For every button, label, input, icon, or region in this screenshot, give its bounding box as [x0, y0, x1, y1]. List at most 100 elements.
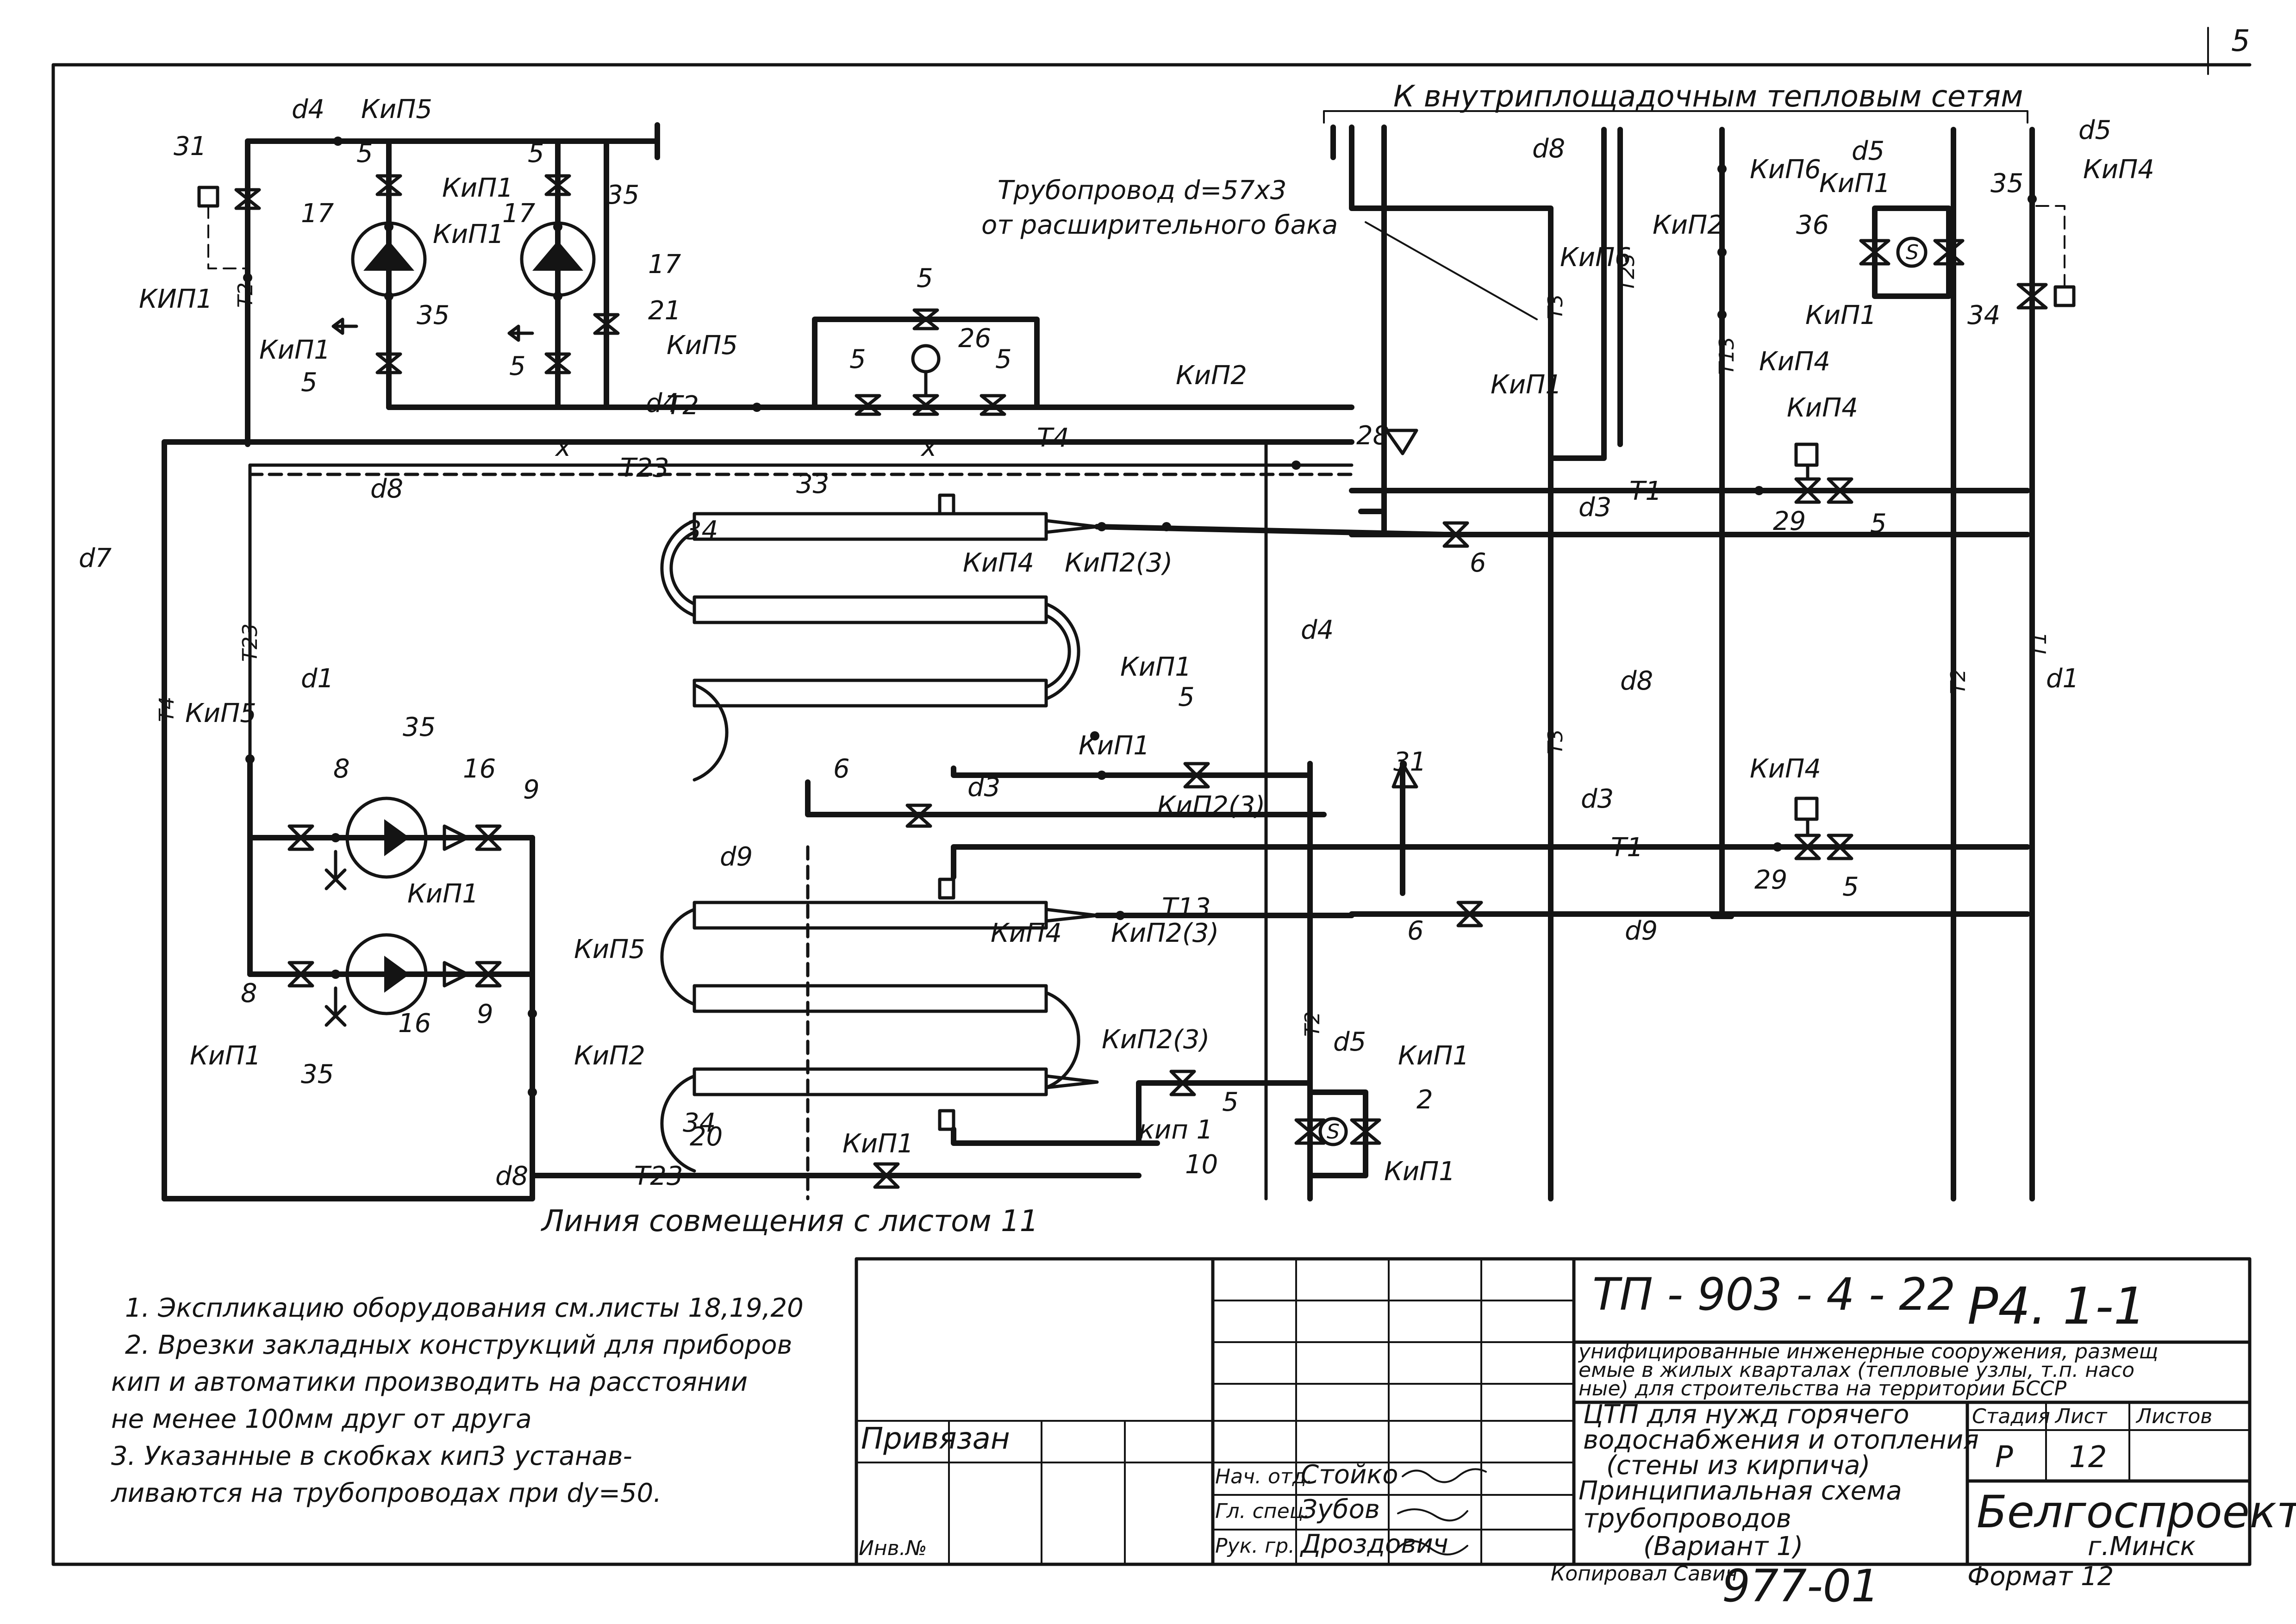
valve-6	[1442, 521, 1469, 548]
svg-text:КиП1: КиП1	[433, 219, 504, 249]
svg-text:d8: d8	[370, 474, 403, 504]
valve-7	[375, 352, 402, 374]
svg-text:d4: d4	[292, 94, 324, 124]
svg-text:35: 35	[301, 1059, 334, 1089]
svg-text:5: 5	[849, 344, 866, 374]
pump-right-rotor-icon	[532, 241, 583, 271]
valve-20	[1794, 834, 1821, 860]
note-3b: ливаются на трубопроводах при dy=50.	[111, 1478, 661, 1508]
lower-pump-group	[162, 754, 1142, 1201]
svg-text:КиП4: КиП4	[1759, 347, 1830, 377]
svg-text:Гл. спец.: Гл. спец.	[1215, 1500, 1310, 1523]
svg-text:d5: d5	[1852, 136, 1884, 166]
svg-text:9: 9	[523, 775, 540, 805]
svg-text:Нач. отд.: Нач. отд.	[1215, 1465, 1313, 1488]
svg-text:Принципиальная схема: Принципиальная схема	[1578, 1476, 1902, 1506]
valve-kip1	[873, 1162, 900, 1189]
valve-5	[1827, 834, 1853, 860]
svg-text:T3: T3	[1544, 294, 1567, 319]
svg-text:5: 5	[1178, 682, 1195, 712]
note-2b: кип и автоматики производить на расстоян…	[111, 1367, 748, 1397]
valve-8	[287, 961, 314, 988]
svg-text:КиП5: КиП5	[574, 934, 645, 964]
valve-20-actuator	[1794, 796, 1819, 821]
valve-7	[544, 352, 571, 374]
svg-text:34: 34	[683, 1108, 716, 1138]
svg-text:(Вариант 1): (Вариант 1)	[1643, 1531, 1803, 1562]
strainer-icon	[1896, 236, 1928, 268]
svg-text:28: 28	[1356, 421, 1389, 451]
valve-6	[905, 803, 932, 828]
svg-text:d3: d3	[1578, 492, 1611, 523]
svg-text:КиП1: КиП1	[442, 173, 513, 203]
svg-text:Формат 12: Формат 12	[1967, 1562, 2114, 1592]
valve-35	[1933, 239, 1965, 266]
valve-20-actuator	[1794, 442, 1819, 467]
svg-text:21: 21	[648, 296, 681, 326]
svg-text:d4: d4	[646, 388, 679, 418]
svg-text:Копировал Савич: Копировал Савич	[1551, 1562, 1738, 1586]
svg-text:5: 5	[917, 263, 933, 293]
pump-upper-rotor-icon	[384, 819, 410, 856]
svg-text:T2: T2	[1301, 1011, 1324, 1037]
svg-text:Р: Р	[1995, 1440, 2013, 1475]
strainer-icon	[1318, 1117, 1348, 1146]
caption-bracket	[1323, 110, 2028, 124]
svg-text:T23: T23	[620, 453, 669, 483]
svg-text:d5: d5	[2078, 115, 2111, 145]
svg-text:емые в жилых кварталах (теплов: емые в жилых кварталах (тепловые узлы, т…	[1578, 1358, 2134, 1382]
note-2c: не менее 100мм друг от друга	[111, 1404, 532, 1434]
svg-text:T23: T23	[634, 1161, 683, 1191]
svg-text:Привязан: Привязан	[861, 1422, 1010, 1456]
svg-text:34: 34	[1967, 300, 2000, 330]
top-pump-group	[197, 122, 743, 447]
check-valve-16	[443, 961, 469, 988]
pipe-tags: T2 T4 T23 T3 T3 T23 T13 T2 T1 T2	[155, 253, 2051, 1037]
valve-7	[855, 394, 881, 416]
svg-text:T1: T1	[1629, 476, 1662, 506]
svg-text:унифицированные инженерные соо: унифицированные инженерные сооружения, р…	[1578, 1340, 2158, 1363]
svg-text:T13: T13	[1715, 336, 1739, 375]
svg-text:d8: d8	[495, 1161, 528, 1191]
svg-text:трубопроводов: трубопроводов	[1583, 1504, 1791, 1534]
svg-text:16: 16	[463, 754, 496, 784]
svg-text:8: 8	[241, 978, 257, 1008]
heat-exchanger-stack-lower	[660, 731, 1396, 1201]
svg-text:6: 6	[1407, 916, 1424, 946]
svg-text:d5: d5	[1333, 1027, 1366, 1057]
svg-text:кип 1: кип 1	[1139, 1115, 1213, 1145]
svg-text:5: 5	[301, 367, 318, 398]
svg-text:S: S	[1906, 241, 1919, 264]
svg-text:d3: d3	[1581, 784, 1614, 814]
svg-text:КиП4: КиП4	[963, 548, 1034, 578]
svg-text:КиП4: КиП4	[1787, 393, 1858, 423]
svg-text:35: 35	[1990, 168, 2023, 199]
svg-text:5: 5	[509, 351, 526, 381]
svg-text:КиП2(3): КиП2(3)	[1065, 548, 1173, 578]
svg-text:6: 6	[1470, 548, 1486, 578]
pump-left-rotor-icon	[363, 241, 414, 271]
svg-text:34: 34	[685, 516, 718, 546]
svg-text:КиП1: КиП1	[1120, 652, 1192, 682]
svg-text:5: 5	[356, 138, 373, 168]
svg-text:16: 16	[398, 1008, 431, 1039]
regulator-26-icon	[911, 344, 941, 373]
svg-text:10: 10	[1185, 1150, 1218, 1180]
svg-text:12: 12	[2069, 1440, 2107, 1475]
svg-text:d9: d9	[1625, 916, 1658, 946]
svg-text:d8: d8	[1532, 134, 1565, 164]
svg-text:КиП1: КиП1	[259, 335, 331, 365]
svg-text:5: 5	[995, 344, 1012, 374]
svg-text:x: x	[920, 432, 937, 462]
note-2: 2. Врезки закладных конструкций для приб…	[125, 1330, 792, 1360]
svg-text:КиП4: КиП4	[1750, 754, 1821, 784]
svg-text:КиП2(3): КиП2(3)	[1157, 791, 1265, 821]
svg-text:Зубов: Зубов	[1301, 1494, 1380, 1524]
valve-5	[1827, 477, 1853, 504]
svg-text:T1: T1	[1611, 833, 1643, 863]
svg-text:КиП5: КиП5	[361, 94, 432, 124]
svg-text:КиП2(3): КиП2(3)	[1102, 1025, 1210, 1055]
svg-text:29: 29	[1773, 506, 1806, 536]
valve-28	[2016, 283, 2048, 310]
